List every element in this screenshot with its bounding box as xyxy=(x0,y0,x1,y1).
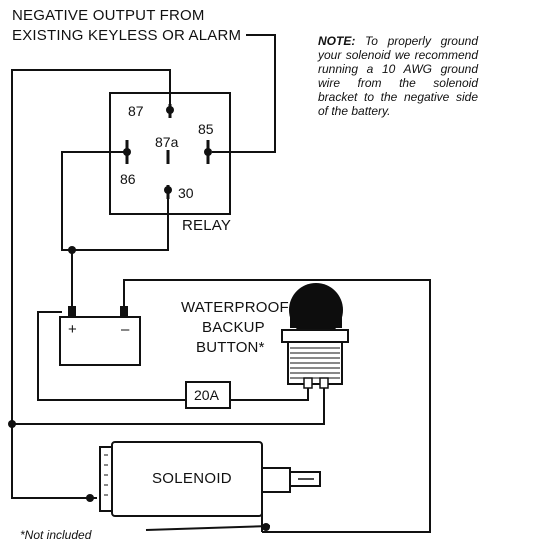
button-label-line-2: BACKUP xyxy=(202,319,265,336)
junction-87 xyxy=(166,106,174,114)
junction-strap xyxy=(262,523,270,531)
note-label: NOTE: xyxy=(318,34,356,48)
wire-alarm-to-85 xyxy=(212,34,276,153)
solenoid-shape xyxy=(99,441,321,517)
wire-button-to-rail xyxy=(12,385,325,425)
junction-30 xyxy=(164,186,172,194)
backup-button-shape xyxy=(281,283,349,389)
junction-85 xyxy=(204,148,212,156)
wire-battery-neg xyxy=(123,279,431,533)
junction-battery-pos xyxy=(68,246,76,254)
relay-pin-87a: 87a xyxy=(155,134,179,150)
button-label-line-1: WATERPROOF xyxy=(181,299,289,316)
wire-battery-to-fuse xyxy=(37,311,62,340)
button-label-line-3: BUTTON* xyxy=(196,339,265,356)
note-text: To properly ground your solenoid we reco… xyxy=(318,34,478,118)
header-line-2: EXISTING KEYLESS OR ALARM xyxy=(12,27,242,44)
wire-87-to-rail xyxy=(11,69,171,499)
battery-minus-label: – xyxy=(121,321,130,338)
solenoid-label: SOLENOID xyxy=(152,470,232,487)
wire-fuse-left xyxy=(37,340,186,401)
relay-pin-87: 87 xyxy=(128,103,144,119)
junction-solenoid xyxy=(86,494,94,502)
relay-pin-86: 86 xyxy=(120,171,136,187)
footnote: *Not included xyxy=(20,528,92,542)
wire-86-to-battery xyxy=(61,151,127,314)
ground-strap xyxy=(145,525,271,531)
header-line-1: NEGATIVE OUTPUT FROM xyxy=(12,7,205,24)
wire-30-to-junction xyxy=(72,190,169,251)
relay-pin-30: 30 xyxy=(178,185,194,201)
battery xyxy=(59,306,141,366)
note-block: NOTE: To properly ground your solenoid w… xyxy=(318,34,478,118)
relay-pin-85: 85 xyxy=(198,121,214,137)
junction-86 xyxy=(123,148,131,156)
fuse-label: 20A xyxy=(194,387,219,403)
battery-plus-label: + xyxy=(68,321,77,338)
junction-rail-upper xyxy=(8,420,16,428)
relay-label: RELAY xyxy=(182,217,232,234)
wire-fuse-right xyxy=(230,385,309,401)
fuse-box xyxy=(185,381,231,409)
